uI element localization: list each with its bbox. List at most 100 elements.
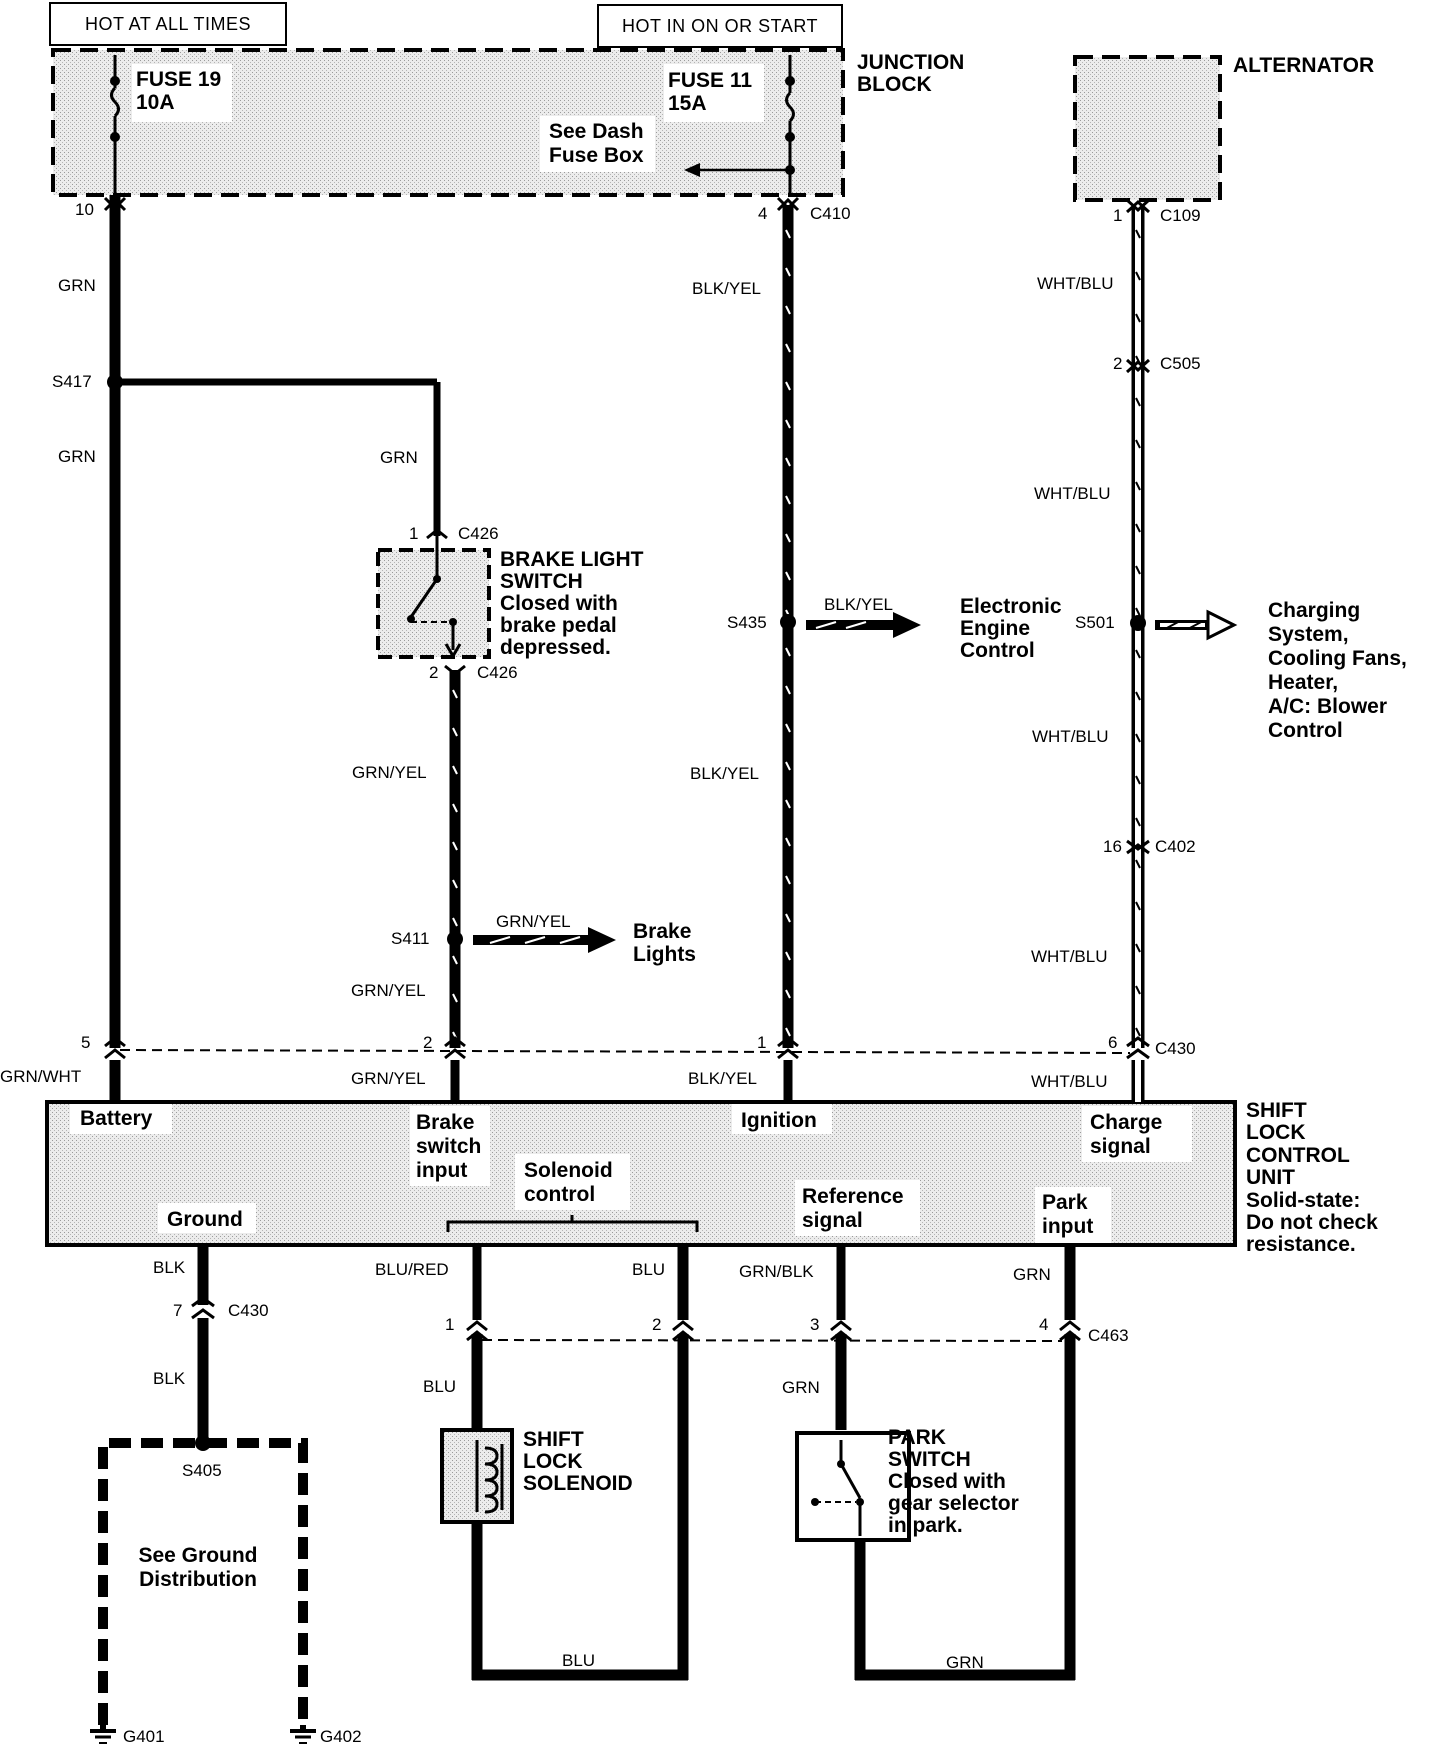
svg-text:S405: S405 [182, 1461, 222, 1480]
svg-text:S501: S501 [1075, 613, 1115, 632]
svg-text:GRN/YEL: GRN/YEL [351, 981, 426, 1000]
svg-text:control: control [524, 1183, 595, 1206]
wire-blk-ground [191, 1245, 215, 1451]
svg-text:WHT/BLU: WHT/BLU [1031, 947, 1108, 966]
svg-text:LOCK: LOCK [523, 1450, 583, 1473]
arrow-to-charging [1155, 609, 1238, 641]
svg-text:C430: C430 [1155, 1039, 1196, 1058]
solenoid-circuit: SHIFT LOCK SOLENOID [440, 1245, 689, 1681]
svg-text:S435: S435 [727, 613, 767, 632]
svg-text:SWITCH: SWITCH [500, 570, 583, 593]
svg-text:FUSE 11: FUSE 11 [668, 69, 752, 92]
connector-symbols [103, 196, 1151, 1060]
svg-text:G402: G402 [320, 1727, 362, 1746]
hot-at-all-times-box: HOT AT ALL TIMES [49, 2, 287, 46]
svg-text:Solid-state:: Solid-state: [1246, 1189, 1360, 1212]
svg-text:FUSE 19: FUSE 19 [136, 68, 221, 91]
svg-text:4: 4 [758, 204, 767, 223]
ground-distribution-box: See Ground Distribution G401 G402 [90, 1438, 362, 1746]
svg-text:7: 7 [173, 1301, 182, 1320]
wire-blk-yel [780, 205, 796, 1102]
svg-text:System,: System, [1268, 623, 1349, 646]
svg-text:signal: signal [1090, 1135, 1151, 1158]
svg-text:BLK/YEL: BLK/YEL [690, 764, 759, 783]
svg-text:BLK: BLK [153, 1369, 186, 1388]
svg-text:GRN: GRN [58, 447, 96, 466]
svg-text:G401: G401 [123, 1727, 165, 1746]
svg-text:BLU: BLU [632, 1260, 665, 1279]
arrow-to-brake-lights [473, 927, 616, 953]
fuse-11-icon [684, 55, 795, 195]
svg-text:C109: C109 [1160, 206, 1201, 225]
svg-text:Charge: Charge [1090, 1111, 1162, 1134]
svg-text:6: 6 [1108, 1033, 1117, 1052]
svg-text:10A: 10A [136, 91, 175, 114]
svg-text:BLU: BLU [423, 1377, 456, 1396]
svg-text:Brake: Brake [416, 1111, 474, 1134]
svg-text:4: 4 [1039, 1315, 1048, 1334]
svg-text:3: 3 [810, 1315, 819, 1334]
svg-text:depressed.: depressed. [500, 636, 611, 659]
svg-text:GRN: GRN [782, 1378, 820, 1397]
svg-text:Heater,: Heater, [1268, 671, 1338, 694]
svg-text:brake pedal: brake pedal [500, 614, 617, 637]
svg-text:input: input [416, 1159, 467, 1182]
svg-text:2: 2 [652, 1315, 661, 1334]
svg-text:C505: C505 [1160, 354, 1201, 373]
svg-text:input: input [1042, 1215, 1093, 1238]
svg-text:GRN: GRN [946, 1653, 984, 1672]
destination-labels: Electronic Engine Control Charging Syste… [633, 595, 1407, 966]
svg-text:BLK/YEL: BLK/YEL [692, 279, 761, 298]
svg-text:BRAKE LIGHT: BRAKE LIGHT [500, 548, 644, 571]
svg-text:5: 5 [81, 1033, 90, 1052]
alternator: ALTERNATOR [1073, 54, 1374, 202]
svg-text:Fuse Box: Fuse Box [549, 144, 644, 167]
svg-text:15A: 15A [668, 92, 707, 115]
wire-grn-yel [447, 670, 463, 1102]
svg-text:SHIFT: SHIFT [523, 1428, 584, 1451]
svg-text:S417: S417 [52, 372, 92, 391]
fuse-19-icon [110, 55, 120, 195]
svg-text:A/C: Blower: A/C: Blower [1268, 695, 1387, 718]
svg-text:C463: C463 [1088, 1326, 1129, 1345]
shift-lock-control-unit: SHIFT LOCK CONTROL UNIT Solid-state: Do … [45, 1099, 1378, 1256]
svg-text:UNIT: UNIT [1246, 1166, 1295, 1189]
svg-text:C430: C430 [228, 1301, 269, 1320]
junction-block: JUNCTION BLOCK FUSE 19 10A FUSE 11 15A S… [51, 48, 964, 197]
svg-text:WHT/BLU: WHT/BLU [1037, 274, 1114, 293]
svg-text:1: 1 [1113, 206, 1122, 225]
svg-text:GRN: GRN [1013, 1265, 1051, 1284]
svg-text:Control: Control [960, 639, 1035, 662]
svg-text:Battery: Battery [80, 1107, 153, 1130]
svg-text:Lights: Lights [633, 943, 696, 966]
svg-text:Solenoid: Solenoid [524, 1159, 613, 1182]
svg-text:C402: C402 [1155, 837, 1196, 856]
svg-text:Charging: Charging [1268, 599, 1360, 622]
svg-text:HOT AT ALL TIMES: HOT AT ALL TIMES [85, 14, 251, 34]
svg-text:ALTERNATOR: ALTERNATOR [1233, 54, 1374, 77]
svg-text:Do not check: Do not check [1246, 1211, 1378, 1234]
svg-text:10: 10 [75, 200, 94, 219]
svg-text:switch: switch [416, 1135, 481, 1158]
splice-labels: S417 S435 S501 S411 S405 [52, 372, 1115, 1480]
svg-text:Engine: Engine [960, 617, 1030, 640]
svg-text:WHT/BLU: WHT/BLU [1032, 727, 1109, 746]
svg-text:Park: Park [1042, 1191, 1088, 1214]
svg-text:Ignition: Ignition [741, 1109, 817, 1132]
svg-text:1: 1 [757, 1033, 766, 1052]
svg-text:C426: C426 [477, 663, 518, 682]
svg-text:Brake: Brake [633, 920, 691, 943]
svg-text:2: 2 [429, 663, 438, 682]
ground-g402-icon [290, 1725, 316, 1744]
svg-text:GRN/YEL: GRN/YEL [352, 763, 427, 782]
svg-text:Control: Control [1268, 719, 1343, 742]
svg-text:1: 1 [409, 524, 418, 543]
svg-text:Ground: Ground [167, 1208, 243, 1231]
svg-text:16: 16 [1103, 837, 1122, 856]
svg-text:resistance.: resistance. [1246, 1233, 1356, 1256]
svg-text:gear selector: gear selector [888, 1492, 1019, 1515]
svg-text:Closed with: Closed with [500, 592, 618, 615]
svg-text:LOCK: LOCK [1246, 1121, 1306, 1144]
svg-text:BLOCK: BLOCK [857, 73, 932, 96]
svg-text:BLK/YEL: BLK/YEL [824, 595, 893, 614]
